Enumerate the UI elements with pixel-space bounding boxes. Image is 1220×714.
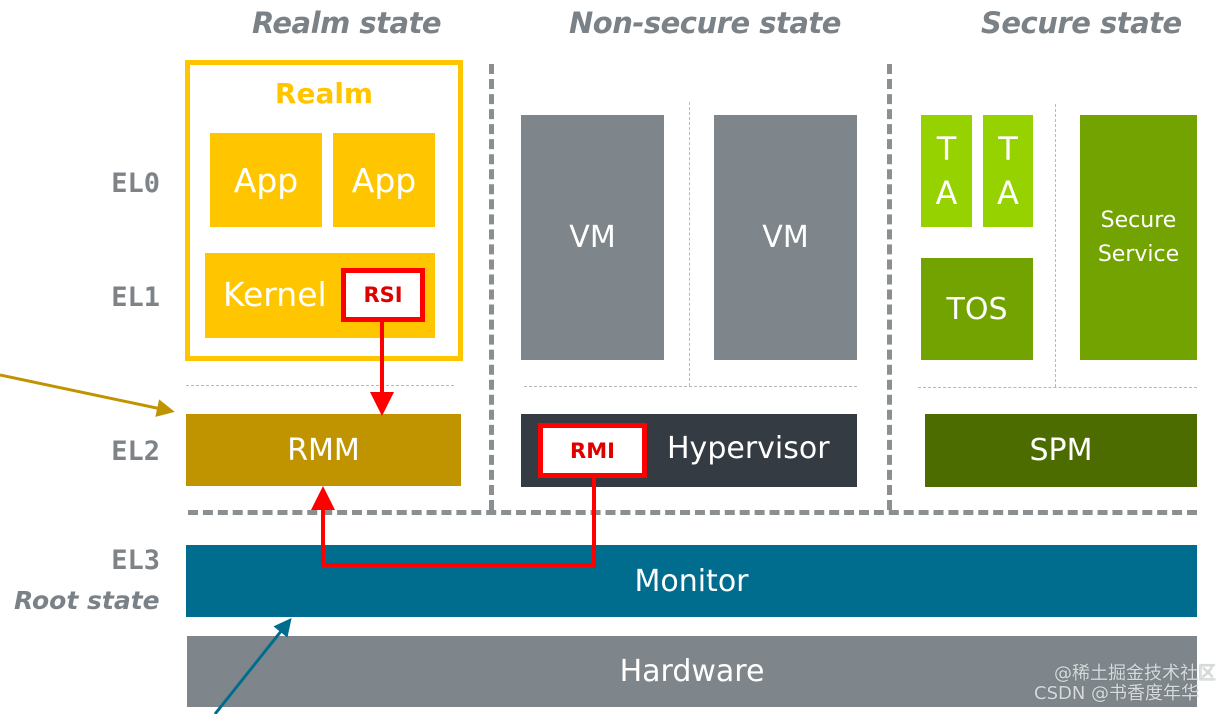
secure-state-title: Secure state — [981, 6, 1182, 40]
vm-1: VM — [521, 115, 664, 360]
rsi-interface: RSI — [341, 268, 425, 322]
secure-el1-el2-divider — [918, 387, 1197, 388]
hardware-box: Hardware — [187, 636, 1197, 707]
rmi-interface: RMI — [538, 423, 647, 478]
ta-2: T A — [983, 115, 1033, 227]
realm-app-1-label: App — [233, 160, 299, 200]
secure-service-box: Secure Service — [1080, 115, 1197, 360]
watermark-line1: @稀土掘金技术社区 — [1054, 663, 1216, 684]
el2-label: EL2 — [111, 436, 160, 467]
monitor-box: Monitor — [186, 545, 1197, 617]
secure-service-label-line2: Service — [1097, 241, 1180, 267]
spm-label: SPM — [1029, 433, 1093, 468]
el1-label: EL1 — [111, 282, 160, 313]
vm-1-label: VM — [569, 220, 616, 255]
rmi-label: RMI — [570, 438, 615, 463]
watermark-line2: CSDN @书香度年华 — [1034, 683, 1200, 704]
nonsecure-state-title: Non-secure state — [569, 6, 841, 40]
rmm-pointer-arrow — [0, 373, 175, 417]
realm-el1-el2-divider — [186, 385, 454, 386]
realm-app-2: App — [333, 133, 435, 227]
realm-app-1: App — [210, 133, 322, 227]
nonsecure-secure-divider — [887, 64, 892, 510]
vm-2-label: VM — [762, 220, 809, 255]
rsi-label: RSI — [363, 283, 403, 307]
realm-state-title: Realm state — [252, 6, 442, 40]
el3-label: EL3 — [111, 545, 160, 576]
secure-partition-divider — [1055, 104, 1056, 387]
ta-2-bottom: A — [997, 174, 1019, 212]
ta-1: T A — [921, 115, 972, 227]
spm-box: SPM — [925, 414, 1197, 487]
realm-app-2-label: App — [351, 160, 417, 200]
root-state-label: Root state — [14, 586, 160, 615]
realm-title: Realm — [274, 77, 374, 110]
root-boundary-divider — [188, 510, 1197, 515]
hypervisor-label: Hypervisor — [667, 431, 830, 466]
ta-2-top: T — [998, 130, 1018, 168]
monitor-label: Monitor — [634, 563, 749, 599]
nonsecure-el1-el2-divider — [524, 386, 857, 387]
vm-divider — [689, 102, 690, 386]
el0-label: EL0 — [111, 168, 160, 199]
hardware-label: Hardware — [619, 654, 765, 689]
rmm-label: RMM — [287, 432, 360, 468]
tos-box: TOS — [921, 258, 1033, 360]
rmm-box: RMM — [186, 414, 461, 486]
tos-label: TOS — [946, 291, 1008, 327]
ta-1-bottom: A — [935, 174, 958, 212]
realm-nonsecure-divider — [489, 64, 494, 510]
vm-2: VM — [714, 115, 857, 360]
secure-service-label-line1: Secure — [1100, 207, 1177, 233]
realm-kernel-label: Kernel — [223, 275, 327, 314]
ta-1-top: T — [936, 130, 957, 168]
